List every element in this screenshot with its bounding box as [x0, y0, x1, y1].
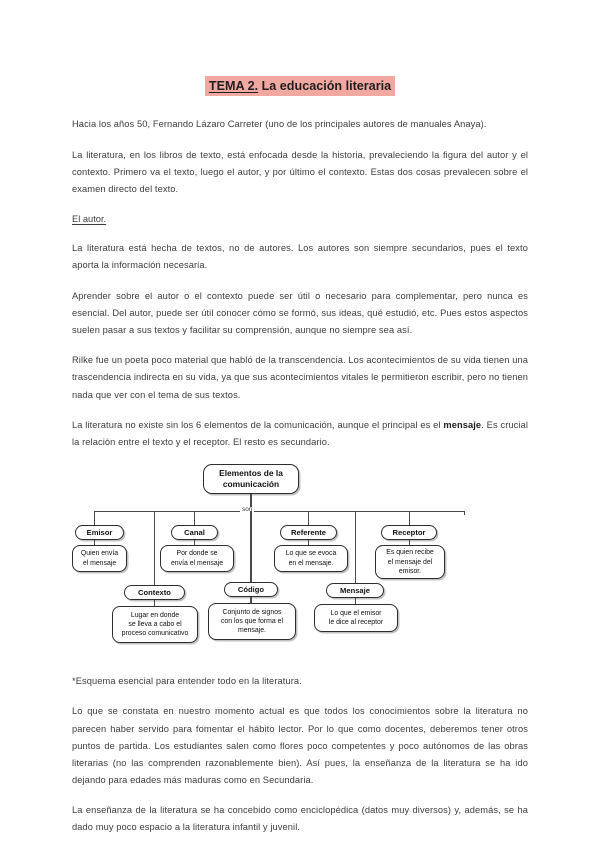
diagram-node-receptor-label: Receptor: [381, 525, 437, 541]
diagram-link-receptor: [409, 540, 411, 546]
diagram-bus-right-cap: [464, 511, 466, 516]
paragraph-encyclopedic: La enseñanza de la literatura se ha conc…: [72, 805, 528, 833]
diagram-node-referente-label: Referente: [280, 525, 337, 541]
diagram-node-contexto-desc: Lugar en donde se lleva a cabo el proces…: [112, 606, 198, 644]
diagram-drop-mensaje: [355, 511, 357, 584]
diagram-drop-codigo: [250, 511, 252, 583]
diagram-node-contexto-label: Contexto: [124, 585, 185, 601]
diagram-node-root: Elementos de la comunicación: [203, 464, 299, 495]
diagram-drop-referente: [308, 511, 310, 526]
diagram-node-referente-desc: Lo que se evoca en el mensaje.: [274, 545, 348, 573]
diagram-link-contexto: [154, 600, 156, 607]
section-heading-el-autor: El autor.: [72, 214, 107, 225]
diagram-node-mensaje-label: Mensaje: [326, 583, 384, 599]
diagram-link-referente: [308, 540, 310, 546]
six-elements-text-a: La literatura no existe sin los 6 elemen…: [72, 419, 444, 430]
diagram-drop-emisor: [94, 511, 96, 526]
paragraph-literature-texts: La literatura está hecha de textos, no d…: [72, 243, 528, 271]
diagram-node-mensaje-desc: Lo que el emisor le dice al receptor: [314, 604, 398, 633]
diagram-connector-label-son: son: [240, 506, 255, 514]
diagram-connector-bus: [94, 511, 465, 513]
diagram-node-receptor-desc: Es quien recibe el mensaje del emisor.: [375, 545, 445, 580]
page-title-underlined-part: TEMA 2.: [208, 79, 259, 93]
diagram-node-canal-desc: Por donde se envía el mensaje: [160, 545, 234, 573]
diagram-node-emisor-desc: Quien envía el mensaje: [72, 545, 127, 573]
diagram-link-codigo: [250, 597, 252, 604]
six-elements-bold-mensaje: mensaje: [443, 419, 482, 430]
paragraph-rilke-highlighted: Rilke fue un poeta poco material que hab…: [72, 355, 528, 400]
paragraph-six-elements: La literatura no existe sin los 6 elemen…: [72, 417, 528, 451]
diagram-node-canal-label: Canal: [171, 525, 218, 541]
document-content: TEMA 2. La educación literaria Hacia los…: [72, 76, 528, 850]
page-title-rest: La educación literaria: [258, 79, 392, 93]
six-elements-text-b: . Es crucial la relación entre el texto …: [72, 419, 528, 447]
paragraph-intro: Hacia los años 50, Fernando Lázaro Carre…: [72, 119, 487, 130]
diagram-drop-contexto: [154, 511, 156, 586]
diagram-node-codigo-label: Código: [224, 582, 278, 598]
diagram-link-mensaje: [355, 598, 357, 605]
diagram-link-emisor: [94, 540, 96, 546]
paragraph-learning-author: Aprender sobre el autor o el contexto pu…: [72, 290, 528, 336]
page-title-highlight: TEMA 2. La educación literaria: [204, 76, 396, 97]
diagram-drop-receptor: [409, 511, 411, 526]
paragraph-textbooks: La literatura, en los libros de texto, e…: [72, 149, 528, 194]
paragraph-current-situation: Lo que se constata en nuestro momento ac…: [72, 706, 528, 786]
communication-elements-diagram: Elementos de la comunicación son: [72, 464, 528, 659]
diagram-node-emisor-label: Emisor: [75, 525, 124, 541]
diagram-link-canal: [194, 540, 196, 546]
diagram-connector-root-stem: [250, 494, 252, 512]
page-title: TEMA 2. La educación literaria: [72, 76, 528, 97]
diagram-drop-canal: [194, 511, 196, 526]
paragraph-schema-note: *Esquema esencial para entender todo en …: [72, 676, 302, 687]
diagram-node-codigo-desc: Conjunto de signos con los que forma el …: [208, 603, 296, 641]
